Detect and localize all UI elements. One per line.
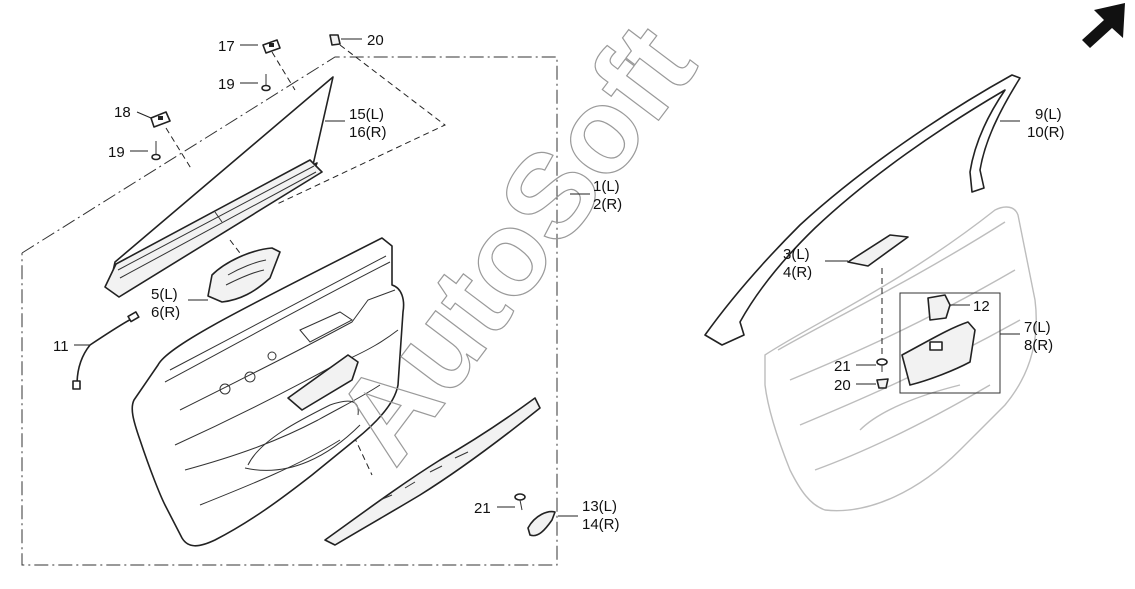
clip-20-right-part [876,378,889,389]
clip-20-top-part [329,34,341,46]
screw-19-lower-part [151,141,161,161]
callout-10: 10(R) [1027,124,1065,141]
group-frame-right [899,292,1001,394]
callout-20-right: 20 [834,377,851,394]
callout-4: 4(R) [783,264,812,281]
callout-19-upper: 19 [218,76,235,93]
callout-5: 5(L) [151,286,178,303]
leader-lines [74,38,1020,517]
group-frame-left [21,56,558,566]
callout-15: 15(L) [349,106,384,123]
lower-garnish-part [324,397,541,546]
window-moulding-part [704,74,1021,346]
cover-13-part [527,510,556,537]
switch-panel-part [901,321,976,386]
sunshade-part [104,76,334,298]
callout-18: 18 [114,104,131,121]
callout-9: 9(L) [1035,106,1062,123]
callout-6: 6(R) [151,304,180,321]
door-handle-part [207,247,281,303]
arrow-up-right-icon [1082,3,1125,48]
callout-3: 3(L) [783,246,810,263]
callout-17: 17 [218,38,235,55]
switch-12-part [927,294,951,321]
callout-8: 8(R) [1024,337,1053,354]
clip-18-part [150,111,171,128]
callout-21-left: 21 [474,500,491,517]
door-trim-panel-part [131,237,405,547]
cable-11-part [72,311,140,390]
callout-19-lower: 19 [108,144,125,161]
fastener-21-right-part [876,358,888,372]
callout-labels: 17 20 19 18 19 15(L) 16(R) 1(L) 2(R) 5(L… [53,32,1065,533]
callout-12: 12 [973,298,990,315]
callout-20-top: 20 [367,32,384,49]
callout-13: 13(L) [582,498,617,515]
callout-16: 16(R) [349,124,387,141]
callout-1: 1(L) [593,178,620,195]
clip-17-part [262,39,281,54]
garnish-3-part [847,234,909,267]
ghost-door-outline [764,206,1037,512]
fastener-21-left-part [514,493,526,511]
callout-14: 14(R) [582,516,620,533]
screw-19-upper-part [261,74,271,92]
callout-7: 7(L) [1024,319,1051,336]
callout-2: 2(R) [593,196,622,213]
callout-11: 11 [53,338,69,355]
callout-21-right: 21 [834,358,851,375]
